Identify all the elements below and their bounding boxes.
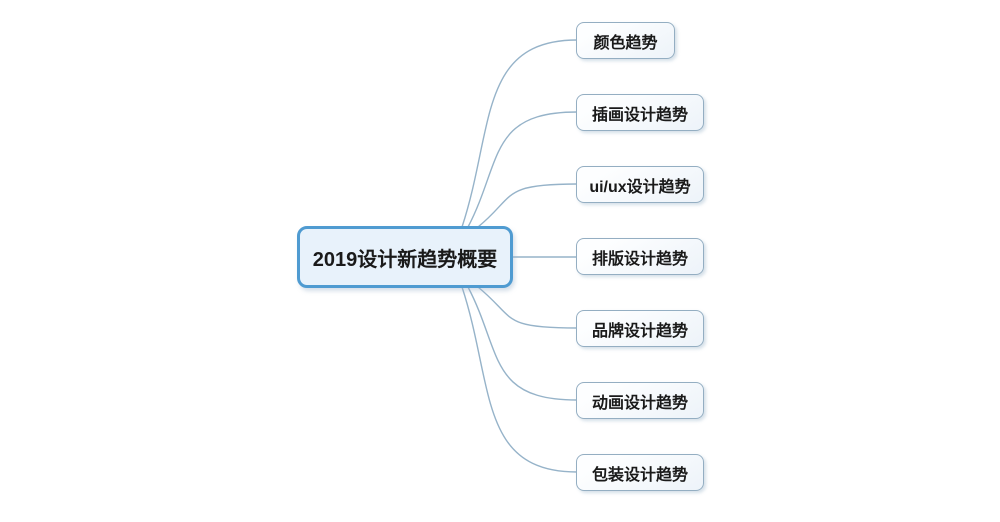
branch-node-color-trends[interactable]: 颜色趋势 (576, 22, 675, 59)
branch-node-label: 包装设计趋势 (591, 466, 688, 484)
branch-node-label: 插画设计趋势 (591, 106, 688, 124)
branch-node-brand-trends[interactable]: 品牌设计趋势 (576, 310, 704, 347)
root-node-label: 2019设计新趋势概要 (312, 248, 498, 271)
branch-node-animation-trends[interactable]: 动画设计趋势 (576, 382, 704, 419)
connector-animation-trends (467, 286, 578, 401)
branch-node-layout-trends[interactable]: 排版设计趋势 (576, 238, 704, 275)
branch-node-packaging-trends[interactable]: 包装设计趋势 (576, 454, 704, 491)
connector-packaging-trends (461, 286, 578, 473)
branch-node-label: 颜色趋势 (593, 34, 658, 52)
root-node[interactable]: 2019设计新趋势概要 (297, 226, 513, 288)
connector-illustration-trends (467, 111, 578, 228)
branch-node-uiux-trends[interactable]: ui/ux设计趋势 (576, 166, 704, 203)
connector-color-trends (461, 39, 578, 228)
branch-node-label: 排版设计趋势 (591, 250, 688, 268)
branch-node-illustration-trends[interactable]: 插画设计趋势 (576, 94, 704, 131)
connector-brand-trends (477, 286, 578, 329)
branch-node-label: ui/ux设计趋势 (589, 178, 691, 196)
branch-node-label: 动画设计趋势 (591, 394, 688, 412)
connector-uiux-trends (477, 183, 578, 228)
branch-node-label: 品牌设计趋势 (591, 322, 688, 340)
